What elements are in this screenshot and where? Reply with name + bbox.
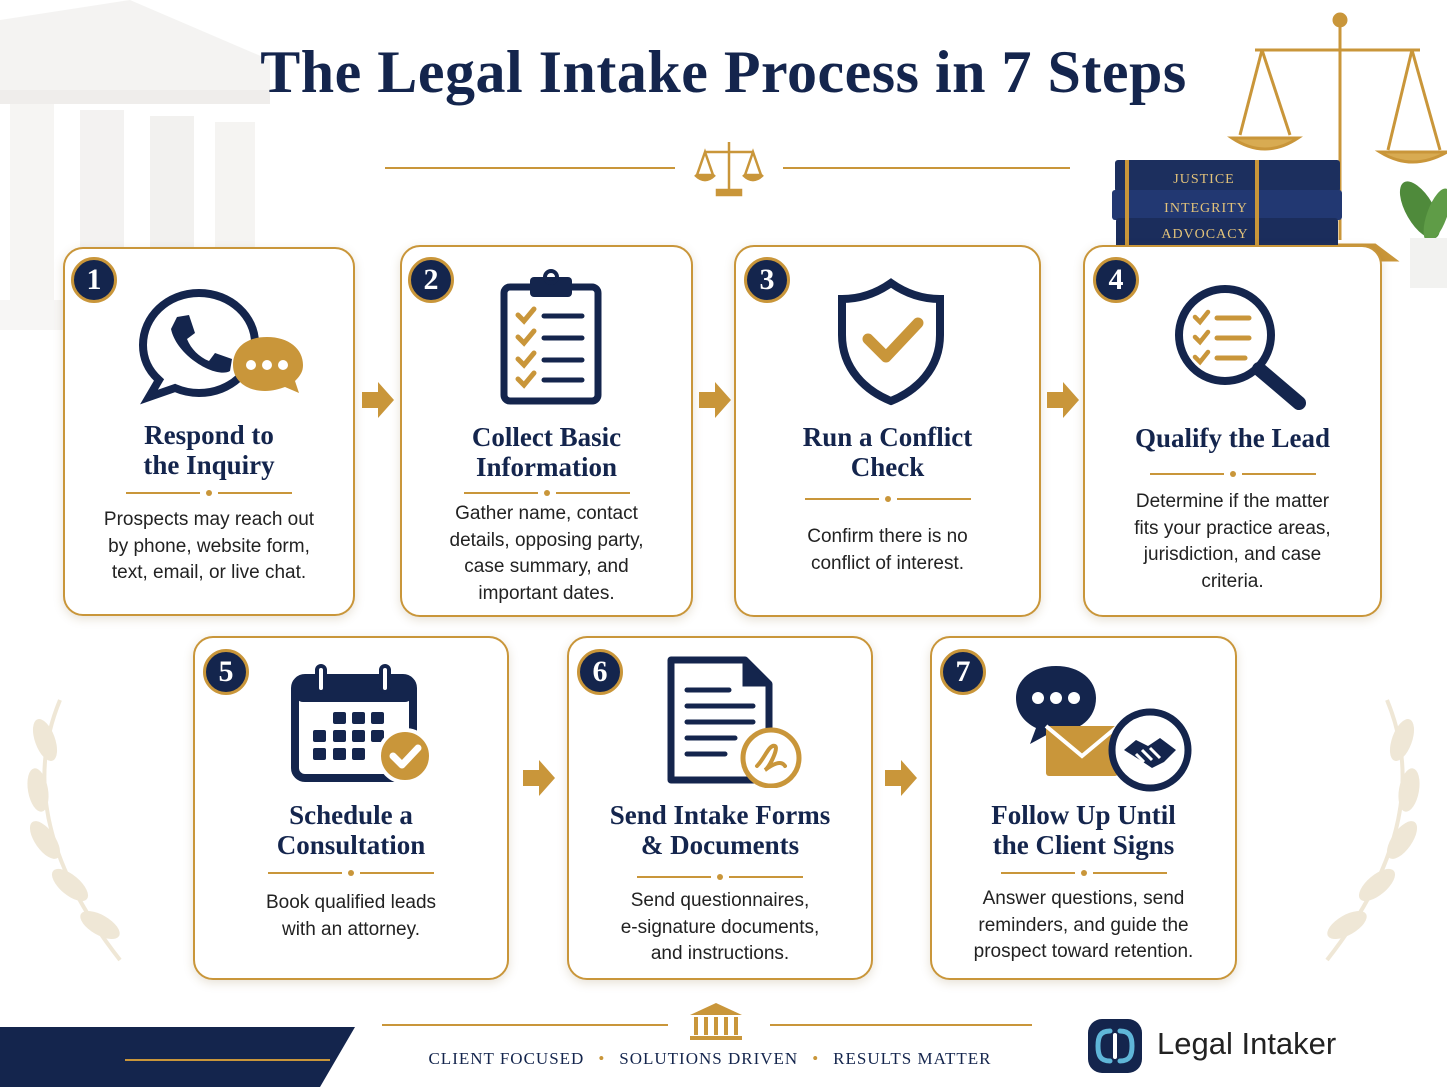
phone-chat-icon <box>138 288 303 405</box>
step-divider-4 <box>1149 469 1316 478</box>
book-label-justice: JUSTICE <box>1173 172 1235 187</box>
clipboard-checklist-icon <box>500 269 602 405</box>
step-description-2: Gather name, contact details, opposing p… <box>449 503 644 604</box>
law-books-icon <box>1112 160 1342 248</box>
step-divider-6 <box>637 872 803 881</box>
small-scales-icon <box>694 142 764 197</box>
step-divider-3 <box>804 494 971 503</box>
step-card-7: Follow Up Until the Client Signs Answer … <box>930 636 1237 980</box>
step-title-5: Schedule a Consultation <box>276 800 426 860</box>
magnifier-checklist-icon <box>1175 285 1306 410</box>
step-card-6: Send Intake Forms & Documents Send quest… <box>567 636 873 980</box>
step-description-7: Answer questions, send reminders, and gu… <box>973 888 1194 962</box>
step-number-1: 1 <box>71 257 117 303</box>
step-title-7: Follow Up Until the Client Signs <box>991 800 1176 860</box>
step-title-3: Run a Conflict Check <box>802 422 973 482</box>
step-description-6: Send questionnaires, e-signature documen… <box>620 890 820 964</box>
footer-tag: RESULTS MATTER <box>833 1049 992 1068</box>
step-number-6: 6 <box>577 649 623 695</box>
step-number-3: 3 <box>744 257 790 303</box>
step-number-7: 7 <box>940 649 986 695</box>
shield-check-icon <box>838 278 944 406</box>
arrow-right-icon <box>699 382 731 418</box>
step-number-2: 2 <box>408 257 454 303</box>
courthouse-icon <box>690 1003 742 1040</box>
step-title-4: Qualify the Lead <box>1134 423 1330 453</box>
page-title: The Legal Intake Process in 7 Steps <box>260 39 1187 105</box>
step-divider-1 <box>126 488 292 497</box>
step-description-1: Prospects may reach out by phone, websit… <box>103 509 315 583</box>
step-title-2: Collect Basic Information <box>471 422 622 482</box>
book-label-integrity: INTEGRITY <box>1164 201 1248 216</box>
step-description-5: Book qualified leads with an attorney. <box>265 892 437 940</box>
plant-icon <box>1399 181 1447 288</box>
footer-separator: • <box>598 1049 606 1068</box>
step-description-4: Determine if the matter fits your practi… <box>1134 491 1331 592</box>
calendar-check-icon <box>291 664 433 784</box>
arrow-right-icon <box>523 760 555 796</box>
step-card-5: Schedule a Consultation Book qualified l… <box>193 636 509 980</box>
step-divider-2 <box>463 488 630 497</box>
step-number-5: 5 <box>203 649 249 695</box>
step-number-4: 4 <box>1093 257 1139 303</box>
step-divider-7 <box>1000 868 1167 877</box>
step-card-1: Respond to the Inquiry Prospects may rea… <box>63 247 355 616</box>
step-title-1: Respond to the Inquiry <box>143 420 275 480</box>
step-title-6: Send Intake Forms & Documents <box>609 800 831 860</box>
step-card-3: Run a Conflict Check Confirm there is no… <box>734 245 1041 617</box>
step-card-2: Collect Basic Information Gather name, c… <box>400 245 693 617</box>
arrow-right-icon <box>1047 382 1079 418</box>
step-divider-5 <box>268 868 434 877</box>
step-description-3: Confirm there is no conflict of interest… <box>807 526 968 574</box>
footer-tag: SOLUTIONS DRIVEN <box>619 1049 799 1068</box>
brand-logo-icon <box>1088 1019 1142 1073</box>
footer-tagline: CLIENT FOCUSED • SOLUTIONS DRIVEN • RESULTS … <box>380 1049 1040 1069</box>
chat-envelope-handshake-icon <box>1016 666 1192 792</box>
brand-name: Legal Intaker <box>1157 1026 1337 1061</box>
footer-tag: CLIENT FOCUSED <box>428 1049 585 1068</box>
laurel-left-icon <box>27 699 122 962</box>
laurel-right-icon <box>1325 699 1420 962</box>
arrow-right-icon <box>885 760 917 796</box>
arrow-right-icon <box>362 382 394 418</box>
footer-separator: • <box>812 1049 820 1068</box>
book-label-advocacy: ADVOCACY <box>1161 227 1249 242</box>
step-card-4: Qualify the Lead Determine if the matter… <box>1083 245 1382 617</box>
document-signature-icon <box>667 656 802 788</box>
